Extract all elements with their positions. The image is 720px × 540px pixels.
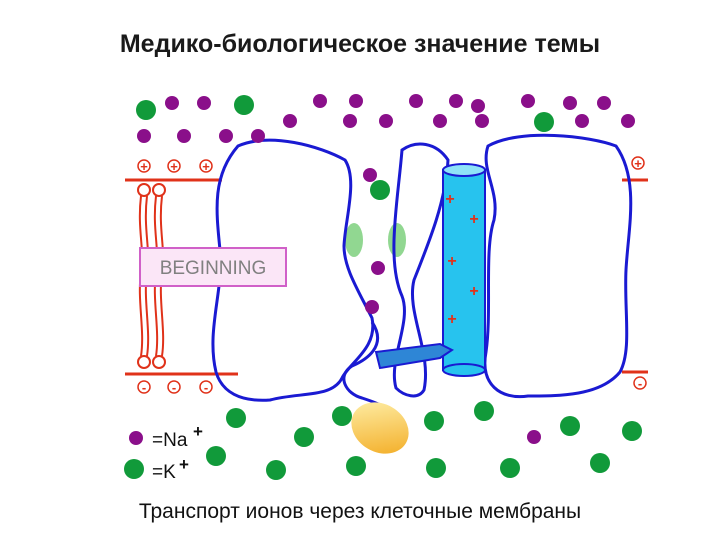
legend-k-dot bbox=[124, 459, 144, 479]
sodium-ion bbox=[597, 96, 611, 110]
lipid-head-top bbox=[152, 183, 166, 197]
legend-k-sup: + bbox=[179, 455, 189, 474]
charge-positive-outer: + bbox=[202, 159, 210, 174]
page-title: Медико-биологическое значение темы bbox=[119, 30, 601, 58]
sodium-ion bbox=[433, 114, 447, 128]
potassium-ion bbox=[370, 180, 390, 200]
sensor-positive-charge: + bbox=[445, 191, 454, 208]
sodium-ion bbox=[471, 99, 485, 113]
charge-positive-outer-circle bbox=[167, 159, 181, 173]
lipid-head-top bbox=[137, 183, 151, 197]
potassium-ion bbox=[590, 453, 610, 473]
legend-na-sup: + bbox=[193, 422, 203, 441]
sodium-ion bbox=[313, 94, 327, 108]
potassium-ion bbox=[426, 458, 446, 478]
beginning-label-text: BEGINNING bbox=[160, 258, 267, 279]
sodium-ion bbox=[365, 300, 379, 314]
beginning-label-box[interactable] bbox=[139, 247, 287, 287]
sodium-ion bbox=[349, 94, 363, 108]
lipid-head-bottom bbox=[137, 355, 151, 369]
ions bbox=[136, 94, 642, 480]
sodium-ion bbox=[475, 114, 489, 128]
potassium-ion bbox=[622, 421, 642, 441]
channel-highlight-left bbox=[345, 223, 363, 257]
sodium-ion bbox=[521, 94, 535, 108]
potassium-ion bbox=[234, 95, 254, 115]
voltage-sensor-top bbox=[442, 163, 486, 177]
sodium-ion bbox=[283, 114, 297, 128]
potassium-ion bbox=[136, 100, 156, 120]
sodium-ion bbox=[177, 129, 191, 143]
potassium-ion bbox=[534, 112, 554, 132]
sodium-ion bbox=[137, 129, 151, 143]
potassium-ion bbox=[226, 408, 246, 428]
sodium-ion bbox=[449, 94, 463, 108]
caption: Транспорт ионов через клеточные мембраны bbox=[138, 500, 582, 523]
charge-negative-inner: - bbox=[204, 380, 208, 395]
membrane-charges: + + + + - - - - + + + + + bbox=[137, 156, 647, 395]
sensor-positive-charge: + bbox=[447, 253, 456, 270]
potassium-ion bbox=[424, 411, 444, 431]
charge-positive-outer-circle bbox=[137, 159, 151, 173]
potassium-ion bbox=[346, 456, 366, 476]
potassium-ion bbox=[474, 401, 494, 421]
potassium-ion bbox=[332, 406, 352, 426]
potassium-ion bbox=[500, 458, 520, 478]
lipid-head-bottom bbox=[152, 355, 166, 369]
charge-negative-inner-circle bbox=[633, 376, 647, 390]
sodium-ion bbox=[363, 168, 377, 182]
potassium-ion bbox=[294, 427, 314, 447]
legend-na-label: =Na bbox=[152, 430, 188, 451]
charge-negative-inner: - bbox=[638, 376, 642, 391]
inactivation-ball bbox=[351, 402, 409, 454]
sodium-ion bbox=[575, 114, 589, 128]
sodium-ion bbox=[371, 261, 385, 275]
sensor-positive-charge: + bbox=[469, 211, 478, 228]
charge-negative-inner: - bbox=[142, 380, 146, 395]
charge-positive-outer-circle bbox=[631, 156, 645, 170]
sensor-positive-charge: + bbox=[469, 283, 478, 300]
potassium-ion bbox=[560, 416, 580, 436]
charge-negative-inner-circle bbox=[167, 380, 181, 394]
charge-positive-outer-circle bbox=[199, 159, 213, 173]
legend-na-dot bbox=[129, 431, 143, 445]
sodium-ion bbox=[197, 96, 211, 110]
charge-negative-inner-circle bbox=[199, 380, 213, 394]
potassium-ion bbox=[266, 460, 286, 480]
sodium-ion bbox=[563, 96, 577, 110]
potassium-ion bbox=[206, 446, 226, 466]
sodium-ion bbox=[219, 129, 233, 143]
sodium-ion bbox=[251, 129, 265, 143]
sodium-ion bbox=[621, 114, 635, 128]
sodium-ion bbox=[343, 114, 357, 128]
channel-highlight-right bbox=[388, 223, 406, 257]
charge-positive-outer: + bbox=[634, 156, 642, 171]
charge-negative-inner: - bbox=[172, 380, 176, 395]
sensor-positive-charge: + bbox=[447, 311, 456, 328]
charge-positive-outer: + bbox=[170, 159, 178, 174]
sodium-ion bbox=[527, 430, 541, 444]
channel-protein-right bbox=[483, 133, 633, 399]
charge-negative-inner-circle bbox=[137, 380, 151, 394]
legend-k-label: =K bbox=[152, 462, 176, 483]
channel-gate-arrow bbox=[374, 342, 454, 370]
sodium-ion bbox=[409, 94, 423, 108]
charge-positive-outer: + bbox=[140, 159, 148, 174]
voltage-sensor-bottom bbox=[442, 363, 486, 377]
sodium-ion bbox=[165, 96, 179, 110]
sodium-ion bbox=[379, 114, 393, 128]
